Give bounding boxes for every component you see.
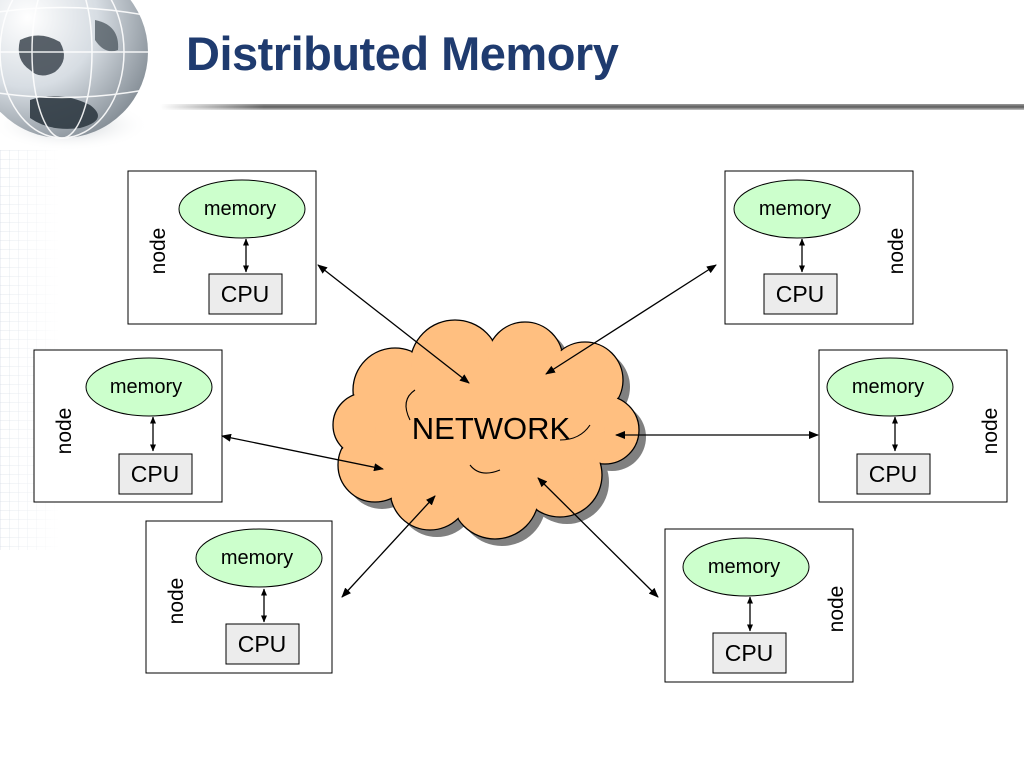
memory-label: memory [708, 556, 780, 578]
cpu-label: CPU [221, 281, 270, 307]
link-mid-left [221, 433, 384, 472]
title-underline [160, 104, 1024, 110]
cpu-label: CPU [131, 461, 180, 487]
node-label: node [979, 408, 1002, 455]
globe-logo [0, 0, 150, 150]
cpu-box [225, 623, 300, 665]
node-bottom-left: memory CPU node [145, 520, 333, 674]
link-top-right [545, 264, 717, 375]
memory-label: memory [759, 198, 831, 220]
node-label: node [825, 586, 848, 633]
cpu-label: CPU [776, 281, 825, 307]
node-label: node [885, 228, 908, 275]
cpu-label: CPU [869, 461, 918, 487]
memory-ellipse [85, 357, 213, 417]
link-top-left [317, 264, 470, 384]
node-mid-right: memory CPU node [818, 349, 1008, 503]
memory-label: memory [221, 547, 293, 569]
slide-title: Distributed Memory [186, 27, 619, 80]
cpu-box [208, 273, 283, 315]
cpu-box [118, 453, 193, 495]
link-bottom-left [341, 495, 436, 598]
network-label: NETWORK [412, 411, 571, 446]
cpu-box [856, 453, 931, 495]
node-top-left: memory CPU node [127, 170, 317, 325]
node-label: node [165, 578, 188, 625]
memory-ellipse [826, 357, 954, 417]
cpu-box [763, 273, 838, 315]
node-mid-left: memory CPU node [33, 349, 223, 503]
memory-label: memory [110, 376, 182, 398]
node-label: node [147, 228, 170, 275]
cpu-label: CPU [725, 640, 774, 666]
link-bottom-right [537, 477, 659, 598]
cpu-box [712, 632, 787, 674]
memory-label: memory [852, 376, 924, 398]
node-top-right: memory CPU node [724, 170, 914, 325]
memory-ellipse [733, 179, 861, 239]
memory-ellipse [195, 528, 323, 588]
network-cloud [332, 319, 646, 546]
memory-ellipse [682, 537, 810, 597]
node-label: node [53, 408, 76, 455]
memory-ellipse [178, 179, 306, 239]
cpu-label: CPU [238, 631, 287, 657]
network-links [221, 264, 819, 598]
node-bottom-right: memory CPU node [664, 528, 854, 683]
memory-label: memory [204, 198, 276, 220]
